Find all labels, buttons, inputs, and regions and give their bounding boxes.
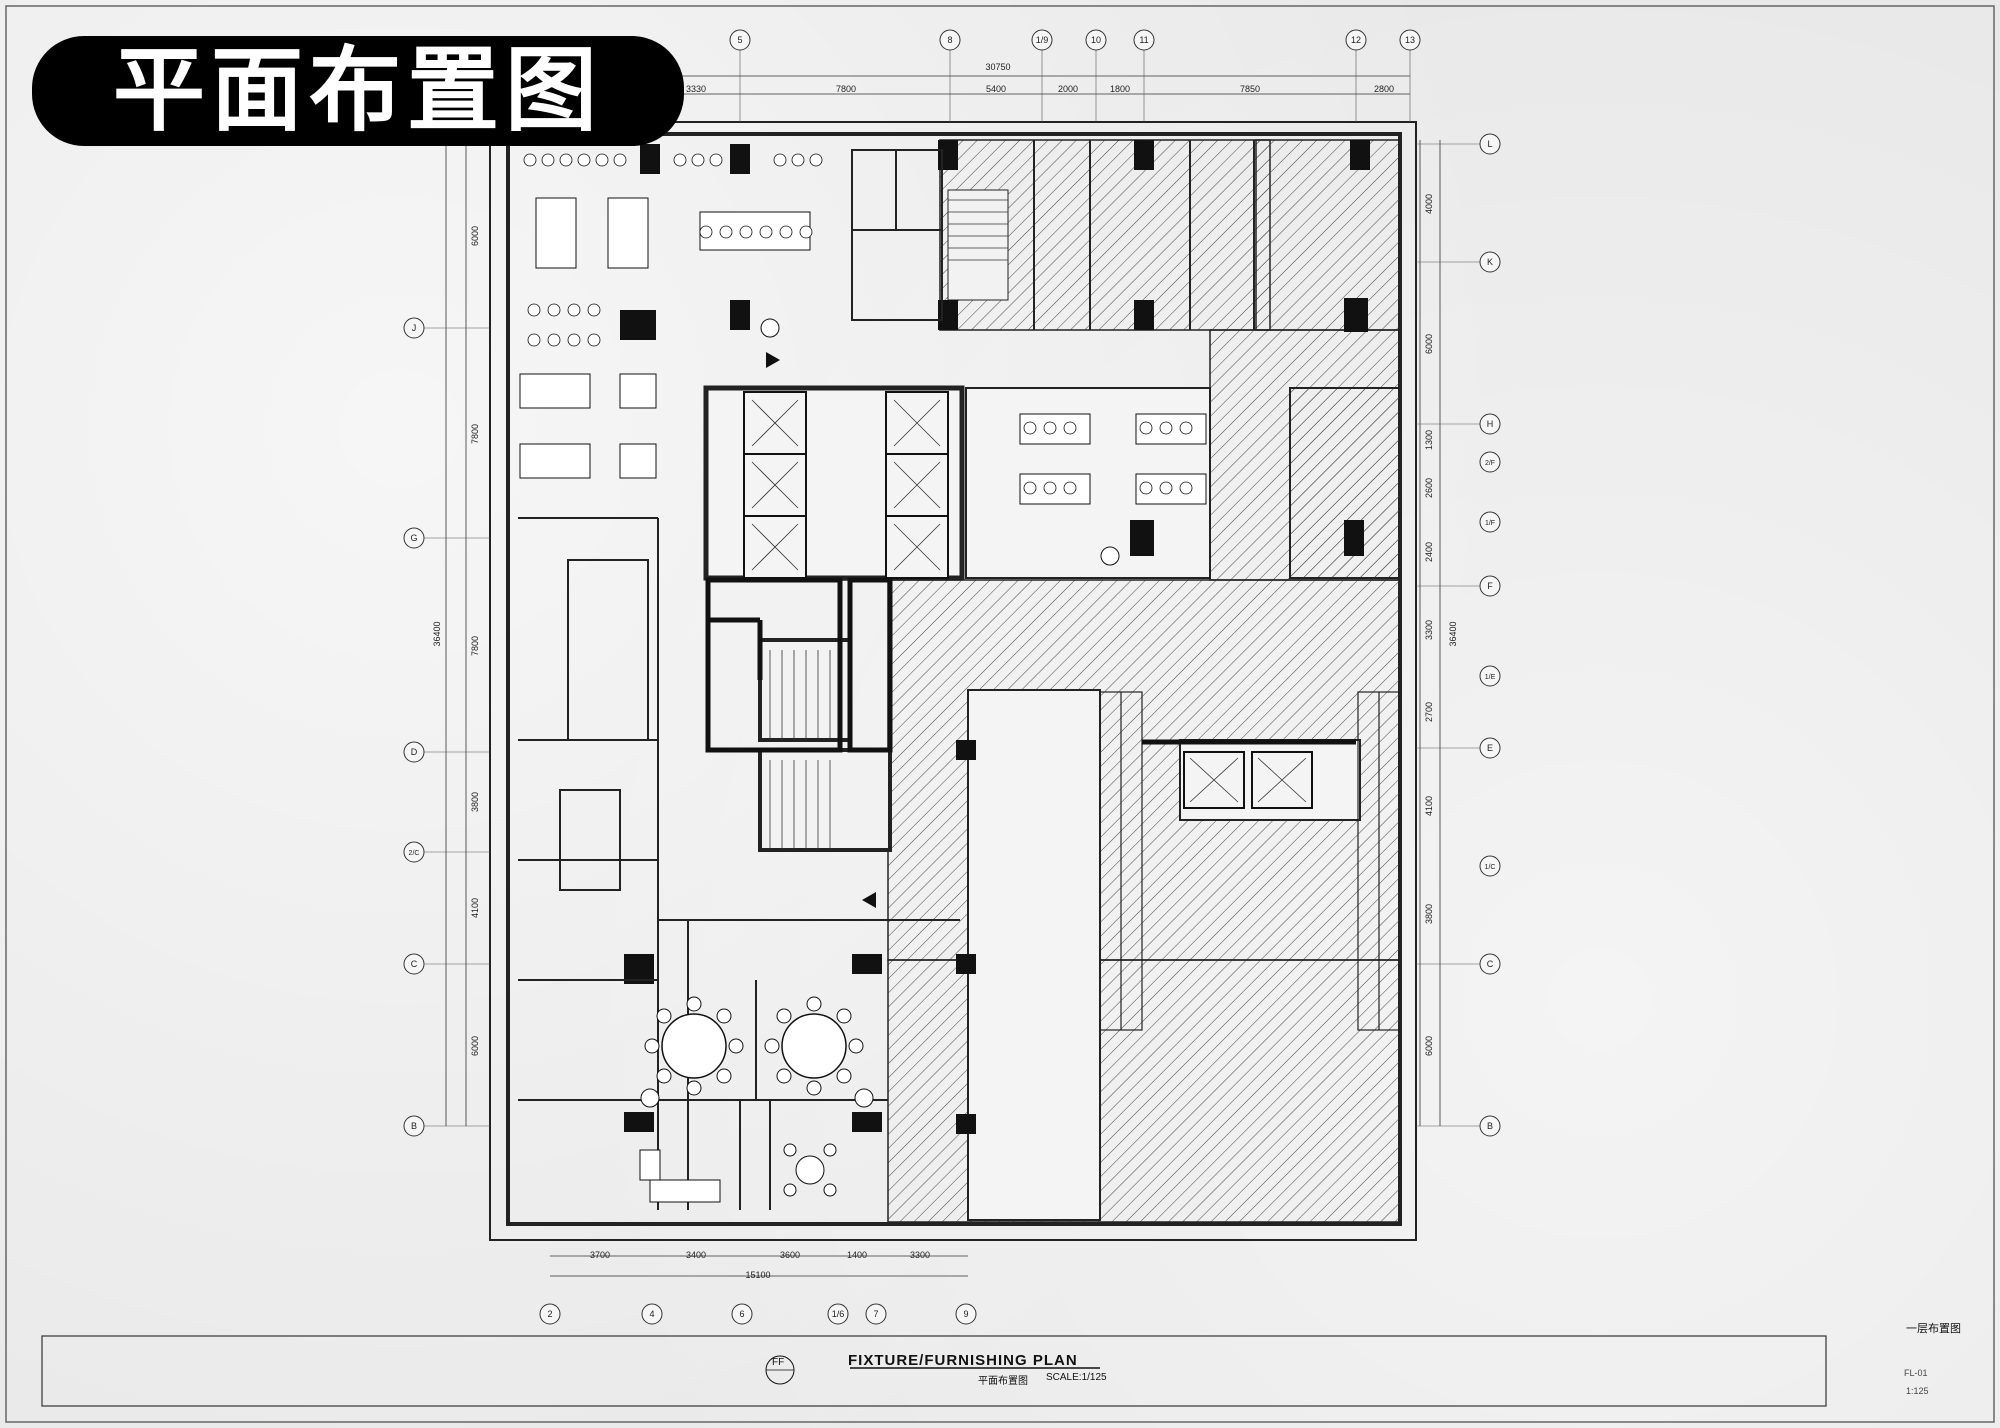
dim-bottom: 3400 bbox=[686, 1250, 706, 1260]
dim-right: 2700 bbox=[1424, 702, 1434, 722]
grid-label-right: L bbox=[1487, 139, 1492, 149]
grid-label-right: 1/E bbox=[1485, 674, 1496, 681]
drawing-title: FIXTURE/FURNISHING PLAN bbox=[848, 1352, 1078, 1369]
dim-bottom: 1400 bbox=[847, 1250, 867, 1260]
dim-right: 1300 bbox=[1424, 430, 1434, 450]
drawing-subtitle: 平面布置图 bbox=[978, 1376, 1028, 1387]
plant-icons bbox=[640, 318, 1120, 1108]
grid-label-right: F bbox=[1487, 581, 1493, 591]
grid-label-left: J bbox=[412, 323, 417, 333]
grid-label-top: 13 bbox=[1405, 35, 1415, 45]
round-table-chairs bbox=[644, 996, 864, 1096]
grid-label-right: K bbox=[1487, 257, 1493, 267]
grid-label-right: C bbox=[1487, 959, 1494, 969]
round-tables bbox=[661, 1013, 847, 1079]
dim-left: 3800 bbox=[470, 792, 480, 812]
scale-short: 1:125 bbox=[1906, 1386, 1929, 1396]
dim-top: 3330 bbox=[686, 84, 706, 94]
dining-chairs bbox=[523, 153, 1193, 495]
dim-left-total: 36400 bbox=[432, 621, 442, 646]
grid-label-bottom: 4 bbox=[649, 1309, 654, 1319]
grid-label-right: 2/F bbox=[1485, 460, 1495, 467]
dim-top: 2800 bbox=[1374, 84, 1394, 94]
grid-bubbles-right bbox=[1479, 133, 1501, 1137]
grid-label-bottom: 1/6 bbox=[832, 1309, 845, 1319]
title-banner: 平面布置图 bbox=[32, 36, 684, 146]
title-strip bbox=[41, 1335, 1827, 1407]
dim-top: 7800 bbox=[836, 84, 856, 94]
grid-label-left: B bbox=[411, 1121, 417, 1131]
grid-bubbles-left bbox=[403, 317, 425, 1137]
ff-symbol-label: FF bbox=[772, 1357, 785, 1368]
page-title: 平面布置图 bbox=[112, 37, 603, 144]
grid-label-top: 1/9 bbox=[1036, 35, 1049, 45]
dim-right-total: 36400 bbox=[1448, 621, 1458, 646]
dim-right: 2400 bbox=[1424, 542, 1434, 562]
grid-label-top: 10 bbox=[1091, 35, 1101, 45]
grid-label-bottom: 6 bbox=[739, 1309, 744, 1319]
grid-label-bottom: 9 bbox=[963, 1309, 968, 1319]
grid-label-left: 2/C bbox=[409, 850, 420, 857]
columns bbox=[620, 140, 1370, 1134]
dim-right: 6000 bbox=[1424, 1036, 1434, 1056]
grid-label-right: E bbox=[1487, 743, 1493, 753]
grid-label-left: G bbox=[410, 533, 417, 543]
dim-top: 5400 bbox=[986, 84, 1006, 94]
stair-treads bbox=[769, 199, 1008, 850]
dim-right: 3300 bbox=[1424, 620, 1434, 640]
grid-lines bbox=[424, 50, 1480, 1127]
grid-label-bottom: 7 bbox=[873, 1309, 878, 1319]
dim-bottom: 3600 bbox=[780, 1250, 800, 1260]
dim-left: 4100 bbox=[470, 898, 480, 918]
dim-left: 6000 bbox=[470, 226, 480, 246]
grid-label-top: 8 bbox=[947, 35, 952, 45]
interior-partitions bbox=[518, 140, 1255, 1210]
dim-left: 6000 bbox=[470, 1036, 480, 1056]
side-note: 一层布置图 bbox=[1906, 1323, 1961, 1335]
lounge-furniture bbox=[639, 1143, 837, 1203]
dim-bottom-total: 15100 bbox=[745, 1270, 770, 1280]
dim-top: 7850 bbox=[1240, 84, 1260, 94]
dim-left: 7800 bbox=[470, 636, 480, 656]
dim-right: 4100 bbox=[1424, 796, 1434, 816]
grid-label-bottom: 2 bbox=[547, 1309, 552, 1319]
dim-bottom: 3700 bbox=[590, 1250, 610, 1260]
dim-right: 6000 bbox=[1424, 334, 1434, 354]
dim-bottom: 3300 bbox=[910, 1250, 930, 1260]
dim-right: 3800 bbox=[1424, 904, 1434, 924]
grid-label-top: 5 bbox=[737, 35, 742, 45]
grid-label-top: 12 bbox=[1351, 35, 1361, 45]
elevator-cross bbox=[751, 399, 1307, 803]
drawing-scale: SCALE:1/125 bbox=[1046, 1372, 1107, 1383]
grid-label-right: H bbox=[1487, 419, 1494, 429]
building-outline bbox=[489, 121, 1417, 1241]
dimension-lines bbox=[445, 75, 1441, 1277]
entrance-arrows bbox=[766, 352, 876, 908]
grid-label-left: D bbox=[411, 747, 418, 757]
drawing-number: FL-01 bbox=[1904, 1368, 1928, 1378]
grid-label-left: C bbox=[411, 959, 418, 969]
escalators bbox=[1099, 691, 1401, 1031]
dim-right: 2600 bbox=[1424, 478, 1434, 498]
grid-label-right: 1/C bbox=[1485, 864, 1496, 871]
grid-label-right: B bbox=[1487, 1121, 1493, 1131]
grid-bubbles-top bbox=[729, 29, 1421, 51]
dim-left: 7800 bbox=[470, 424, 480, 444]
dim-right: 4000 bbox=[1424, 194, 1434, 214]
dim-top: 2000 bbox=[1058, 84, 1078, 94]
dim-top-total: 30750 bbox=[985, 62, 1010, 72]
dim-top: 1800 bbox=[1110, 84, 1130, 94]
sheet-border bbox=[5, 5, 1995, 1423]
core-walls bbox=[705, 577, 1356, 753]
grid-label-right: 1/F bbox=[1485, 520, 1495, 527]
grid-bubbles-bottom bbox=[539, 1303, 977, 1325]
grid-label-top: 11 bbox=[1139, 35, 1148, 45]
